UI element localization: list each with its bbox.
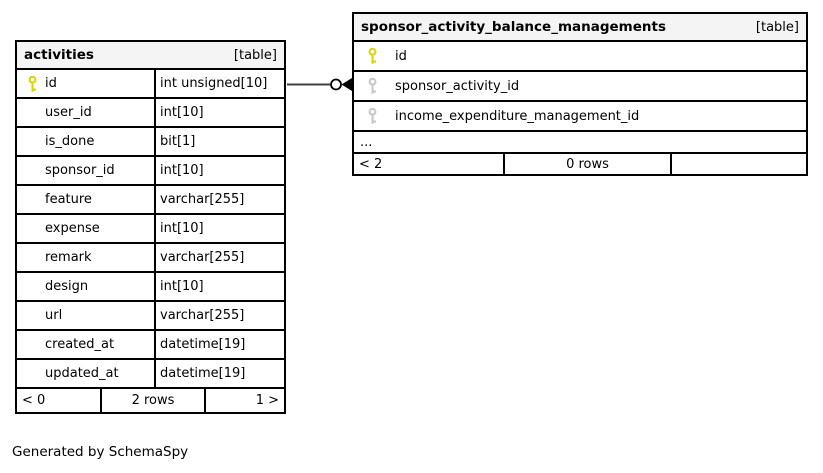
table-title-sabm: sponsor_activity_balance_managements <box>361 19 666 35</box>
column-name: remark <box>45 250 92 265</box>
column-name-cell: sponsor_id <box>17 157 156 184</box>
column-name: user_id <box>45 105 92 120</box>
column-name-cell: id <box>354 42 806 70</box>
column-name: url <box>45 308 63 323</box>
column-type: int[10] <box>160 221 204 236</box>
column-type: varchar[255] <box>160 250 245 265</box>
column-name-cell: sponsor_activity_id <box>354 72 806 100</box>
column-name-cell: id <box>17 70 156 97</box>
table-node-sponsor-activity-balance-managements: sponsor_activity_balance_managements [ta… <box>352 12 808 176</box>
table-node-activities: activities [table] id int unsigned[10] u… <box>15 40 286 414</box>
column-name-cell: remark <box>17 244 156 271</box>
column-type: datetime[19] <box>160 366 246 381</box>
column-row-design: design int[10] <box>17 273 284 302</box>
column-name: updated_at <box>45 366 119 381</box>
column-row-expense: expense int[10] <box>17 215 284 244</box>
column-name: feature <box>45 192 92 207</box>
foreign-key-icon <box>367 77 378 95</box>
column-row-url: url varchar[255] <box>17 302 284 331</box>
column-name: sponsor_id <box>45 163 115 178</box>
column-row-id: id <box>354 42 806 72</box>
column-row-remark: remark varchar[255] <box>17 244 284 273</box>
generated-by-note: Generated by SchemaSpy <box>12 444 189 460</box>
column-type: int[10] <box>160 105 204 120</box>
table-footer-activities: < 0 2 rows 1 > <box>17 389 284 412</box>
parent-count: < 2 <box>354 154 505 174</box>
column-name: design <box>45 279 89 294</box>
table-header-sponsor-activity-balance-managements[interactable]: sponsor_activity_balance_managements [ta… <box>354 14 806 42</box>
column-row-sponsor_activity_id: sponsor_activity_id <box>354 72 806 102</box>
column-name-cell: is_done <box>17 128 156 155</box>
column-row-id: id int unsigned[10] <box>17 70 284 99</box>
column-row-user_id: user_id int[10] <box>17 99 284 128</box>
column-name-cell: updated_at <box>17 360 156 387</box>
column-name: income_expenditure_management_id <box>395 108 640 124</box>
column-type: varchar[255] <box>160 192 245 207</box>
column-type: int[10] <box>160 163 204 178</box>
child-count <box>672 154 806 174</box>
relationship-arrowhead-icon <box>341 78 352 91</box>
column-name: is_done <box>45 134 95 149</box>
table-title-activities: activities <box>24 47 94 63</box>
column-type: bit[1] <box>160 134 196 149</box>
column-row-is_done: is_done bit[1] <box>17 128 284 157</box>
column-name: id <box>395 48 407 64</box>
table-footer-sabm: < 2 0 rows <box>354 154 806 174</box>
table-tag: [table] <box>755 19 799 35</box>
column-name-cell: feature <box>17 186 156 213</box>
foreign-key-icon <box>367 107 378 125</box>
column-type: int[10] <box>160 279 204 294</box>
column-name: sponsor_activity_id <box>395 78 520 94</box>
column-name-cell: user_id <box>17 99 156 126</box>
column-type: varchar[255] <box>160 308 245 323</box>
column-name-cell: url <box>17 302 156 329</box>
row-count: 2 rows <box>102 389 206 412</box>
column-row-feature: feature varchar[255] <box>17 186 284 215</box>
column-name-cell: income_expenditure_management_id <box>354 102 806 130</box>
column-name-cell: expense <box>17 215 156 242</box>
column-name: expense <box>45 221 100 236</box>
child-count: 1 > <box>255 393 279 408</box>
table-tag: [table] <box>233 47 277 63</box>
parent-count: < 0 <box>17 389 102 412</box>
column-row-income_expenditure_management_id: income_expenditure_management_id <box>354 102 806 132</box>
column-name-cell: created_at <box>17 331 156 358</box>
column-row-created_at: created_at datetime[19] <box>17 331 284 360</box>
column-name-cell: design <box>17 273 156 300</box>
column-name: created_at <box>45 337 115 352</box>
column-name: id <box>45 76 57 91</box>
primary-key-icon <box>27 75 38 92</box>
column-type: datetime[19] <box>160 337 246 352</box>
column-row-sponsor_id: sponsor_id int[10] <box>17 157 284 186</box>
truncated-columns-indicator: ... <box>354 132 806 154</box>
table-header-activities[interactable]: activities [table] <box>17 42 284 70</box>
column-row-updated_at: updated_at datetime[19] <box>17 360 284 389</box>
primary-key-icon <box>367 47 378 65</box>
row-count: 0 rows <box>505 154 672 174</box>
relationship-zero-circle <box>330 78 342 91</box>
column-type: int unsigned[10] <box>160 76 268 91</box>
